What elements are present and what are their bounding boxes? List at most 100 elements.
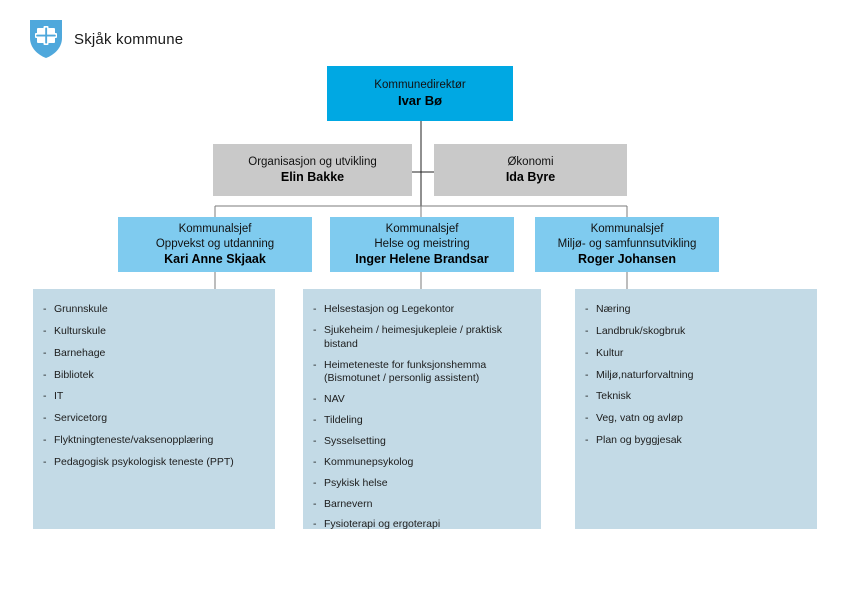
service-list-item: -Flyktningteneste/vaksenopplæring (43, 434, 265, 448)
node-kommunedirektor[interactable]: Kommunedirektør Ivar Bø (327, 66, 513, 121)
node-area: Miljø- og samfunnsutvikling (557, 237, 697, 250)
service-label: IT (54, 390, 64, 403)
node-person: Elin Bakke (280, 170, 345, 185)
service-list-item: -NAV (313, 393, 531, 407)
service-label: NAV (324, 393, 345, 406)
service-list-item: -Tildeling (313, 414, 531, 428)
service-list-item: -Landbruk/skogbruk (585, 325, 807, 339)
list-marker: - (43, 434, 47, 447)
service-list-item: -Veg, vatn og avløp (585, 412, 807, 426)
service-label: Kulturskule (54, 324, 106, 337)
service-label: Veg, vatn og avløp (596, 412, 683, 425)
service-list-item: -Pedagogisk psykologisk teneste (PPT) (43, 456, 265, 470)
service-list-item: -Barnehage (43, 347, 265, 361)
service-label: Plan og byggjesak (596, 434, 682, 447)
list-marker: - (585, 346, 589, 359)
service-list-item: -Barnevern (313, 498, 531, 512)
service-list-item: -Sysselsetting (313, 435, 531, 449)
list-marker: - (585, 434, 589, 447)
list-marker: - (585, 303, 589, 315)
list-marker: - (313, 435, 317, 448)
node-person: Roger Johansen (578, 252, 676, 267)
list-marker: - (43, 303, 47, 315)
service-label: Kultur (596, 346, 624, 359)
node-staff-organisasjon-og-utvikling[interactable]: Organisasjon og utvikling Elin Bakke (213, 144, 412, 196)
service-label: Sysselsetting (324, 435, 386, 448)
node-title: Kommunalsjef (590, 222, 664, 235)
service-label: Pedagogisk psykologisk teneste (PPT) (54, 456, 234, 469)
service-list-item: -Bibliotek (43, 369, 265, 383)
service-panel-miljo-og-samfunnsutvikling: -Næring-Landbruk/skogbruk-Kultur-Miljø,n… (575, 289, 817, 529)
list-marker: - (313, 393, 317, 406)
service-list-item: -Servicetorg (43, 412, 265, 426)
node-department-oppvekst-og-utdanning[interactable]: Kommunalsjef Oppvekst og utdanning Kari … (118, 217, 312, 272)
list-marker: - (313, 476, 317, 489)
service-label: Tildeling (324, 414, 363, 427)
node-title: Kommunalsjef (178, 222, 252, 235)
service-label: Landbruk/skogbruk (596, 324, 686, 337)
service-panel-helse-og-meistring: -Helsestasjon og Legekontor-Sjukeheim / … (303, 289, 541, 532)
list-marker: - (43, 346, 47, 359)
node-department-miljo-og-samfunnsutvikling[interactable]: Kommunalsjef Miljø- og samfunnsutvikling… (535, 217, 719, 272)
service-list-item: -Næring (585, 303, 807, 317)
service-list-item: -Teknisk (585, 390, 807, 404)
node-role: Økonomi (507, 155, 554, 168)
service-list-item: -Grunnskule (43, 303, 265, 317)
service-label: Miljø,naturforvaltning (596, 368, 694, 381)
list-marker: - (43, 390, 47, 403)
service-label: Sjukeheim / heimesjukepleie / praktisk b… (324, 323, 502, 350)
service-list: -Grunnskule-Kulturskule-Barnehage-Biblio… (43, 303, 265, 470)
service-list-item: -Kommunepsykolog (313, 456, 531, 470)
node-area: Oppvekst og utdanning (155, 237, 275, 250)
list-marker: - (313, 455, 317, 468)
service-list-item: -Heimeteneste for funksjonshemma (Bismot… (313, 359, 531, 387)
list-marker: - (313, 497, 317, 510)
node-person: Inger Helene Brandsar (355, 252, 489, 267)
service-label: Teknisk (596, 390, 632, 403)
service-list-item: -Psykisk helse (313, 477, 531, 491)
service-label: Servicetorg (54, 412, 108, 425)
list-marker: - (585, 324, 589, 337)
list-marker: - (585, 368, 589, 381)
service-list-item: -Helsestasjon og Legekontor (313, 303, 531, 317)
service-list: -Helsestasjon og Legekontor-Sjukeheim / … (313, 303, 531, 532)
service-list-item: -Kulturskule (43, 325, 265, 339)
service-list-item: -Fysioterapi og ergoterapi (313, 518, 531, 532)
list-marker: - (585, 390, 589, 403)
service-list-item: -Sjukeheim / heimesjukepleie / praktisk … (313, 324, 531, 352)
service-panel-oppvekst-og-utdanning: -Grunnskule-Kulturskule-Barnehage-Biblio… (33, 289, 275, 529)
list-marker: - (313, 358, 317, 371)
service-list: -Næring-Landbruk/skogbruk-Kultur-Miljø,n… (585, 303, 807, 448)
service-label: Flyktningteneste/vaksenopplæring (54, 434, 214, 447)
service-label: Barnehage (54, 346, 106, 359)
service-label: Kommunepsykolog (324, 455, 414, 468)
node-role: Kommunedirektør (374, 78, 466, 91)
service-label: Heimeteneste for funksjonshemma (Bismotu… (324, 358, 487, 385)
shield-cross-icon (30, 20, 62, 58)
list-marker: - (43, 456, 47, 469)
node-person: Kari Anne Skjaak (164, 252, 266, 267)
node-staff-okonomi[interactable]: Økonomi Ida Byre (434, 144, 627, 196)
service-list-item: -Kultur (585, 347, 807, 361)
list-marker: - (313, 323, 317, 336)
service-list-item: -Plan og byggjesak (585, 434, 807, 448)
node-title: Kommunalsjef (385, 222, 459, 235)
list-marker: - (313, 303, 317, 315)
list-marker: - (43, 324, 47, 337)
list-marker: - (313, 414, 317, 427)
brand-name: Skjåk kommune (74, 30, 184, 48)
brand-header: Skjåk kommune (30, 20, 183, 58)
service-label: Fysioterapi og ergoterapi (324, 518, 441, 531)
list-marker: - (43, 412, 47, 425)
service-list-item: -IT (43, 390, 265, 404)
list-marker: - (313, 518, 317, 531)
node-department-helse-og-meistring[interactable]: Kommunalsjef Helse og meistring Inger He… (330, 217, 514, 272)
list-marker: - (585, 412, 589, 425)
service-label: Helsestasjon og Legekontor (324, 303, 455, 315)
service-label: Bibliotek (54, 368, 94, 381)
service-label: Barnevern (324, 497, 373, 510)
node-area: Helse og meistring (374, 237, 470, 250)
list-marker: - (43, 368, 47, 381)
node-person: Ivar Bø (397, 92, 443, 108)
